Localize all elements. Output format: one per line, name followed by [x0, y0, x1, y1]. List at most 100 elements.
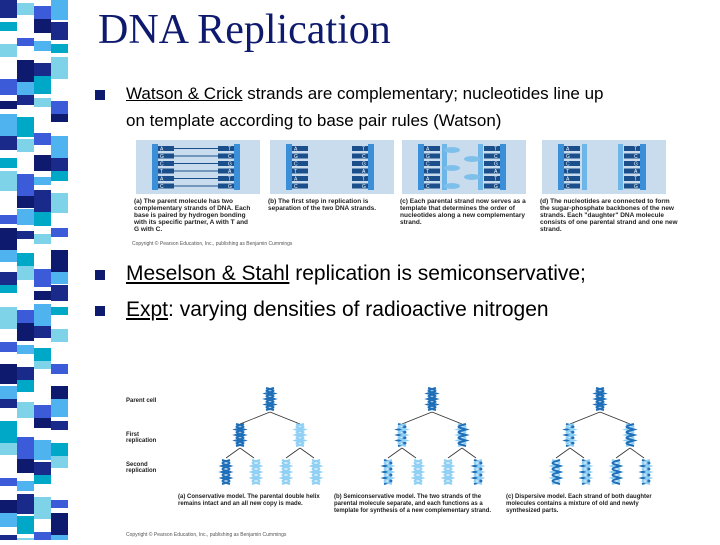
stripe-block — [17, 174, 34, 198]
double-helix — [440, 459, 456, 485]
stripe-block — [51, 44, 68, 53]
double-helix — [638, 459, 654, 485]
stripe-block — [34, 291, 51, 300]
stripe-block — [17, 82, 34, 96]
dna-base-label: T — [362, 147, 365, 153]
helix-strand — [548, 459, 561, 485]
stripe-block — [34, 418, 51, 428]
dna-backbone — [286, 144, 292, 190]
double-helix — [578, 459, 594, 485]
dna-base — [424, 176, 440, 181]
dna-base-label: T — [494, 147, 497, 153]
helix-strand — [295, 423, 308, 447]
dna-base — [292, 168, 308, 174]
stripe-block — [34, 304, 51, 328]
bullet-watson-crick-line2: on template according to base pair rules… — [126, 111, 502, 130]
lineage-line — [447, 447, 463, 459]
lineage-line — [431, 411, 463, 425]
stripe-block — [0, 250, 17, 262]
dna-base-label: T — [228, 147, 231, 153]
dna-base — [484, 161, 500, 166]
stripe-block — [51, 342, 68, 356]
lineage-line — [387, 447, 403, 459]
stripe-block — [51, 364, 68, 374]
double-helix — [424, 387, 440, 411]
bullet-meselson-stahl: Meselson & Stahl replication is semicons… — [126, 262, 586, 286]
dna-backbone — [152, 144, 158, 190]
stripe-block — [17, 516, 34, 534]
dna-new-backbone — [582, 144, 587, 190]
stripe-block — [0, 136, 17, 150]
stripe-block — [34, 76, 51, 94]
stripe-block — [17, 60, 34, 82]
dna-base-label: T — [160, 169, 163, 175]
dna-base — [218, 176, 234, 181]
dna-base-label: A — [426, 177, 430, 183]
dna-base-label: A — [634, 169, 638, 175]
stripe-block — [34, 361, 51, 369]
dna-base-label: C — [426, 184, 430, 190]
dna-base-label: G — [634, 184, 638, 190]
stripe-block — [34, 348, 51, 364]
helix-strand — [394, 423, 407, 447]
stripe-block — [51, 114, 68, 122]
dna-base — [352, 146, 368, 151]
helix-strand — [551, 459, 564, 485]
dna-base — [158, 161, 174, 166]
free-nucleotide — [444, 165, 460, 171]
stripe-block — [0, 342, 17, 352]
double-helix — [608, 459, 624, 485]
stripe-block — [51, 57, 68, 81]
dna-backbone — [640, 144, 646, 190]
dna-base — [292, 153, 308, 159]
double-helix — [592, 387, 608, 411]
helix-strand — [262, 387, 275, 411]
link-expt: Expt — [126, 298, 169, 321]
stripe-block — [17, 459, 34, 473]
dna-base-label: G — [160, 154, 164, 160]
dna-base — [624, 183, 640, 189]
dna-base — [624, 153, 640, 159]
helix-strand — [424, 387, 437, 411]
bullet-marker — [95, 270, 105, 280]
double-helix — [470, 459, 486, 485]
free-nucleotide — [444, 183, 460, 189]
stripe-block — [51, 228, 68, 237]
double-helix — [548, 459, 564, 485]
helix-strand — [625, 423, 638, 447]
stripe-block — [17, 380, 34, 392]
lineage-line — [569, 411, 601, 425]
dna-base — [292, 183, 308, 189]
dna-base — [624, 146, 640, 151]
free-nucleotide — [444, 147, 460, 153]
double-helix — [454, 423, 470, 447]
dna-base — [484, 146, 500, 151]
dna-base — [352, 176, 368, 181]
lineage-line — [461, 447, 477, 459]
dna-base-label: C — [294, 162, 298, 168]
dna-base-label: A — [294, 177, 298, 183]
dna-base-label: G — [494, 162, 498, 168]
lineage-line — [401, 411, 433, 425]
stripe-block — [0, 443, 17, 455]
helix-strand — [281, 459, 294, 485]
figure-copyright: Copyright © Pearson Education, Inc., pub… — [126, 532, 287, 538]
stripe-block — [17, 117, 34, 137]
bullet-watson-crick: Watson & Crick strands are complementary… — [126, 84, 603, 104]
helix-strand — [218, 459, 231, 485]
stripe-block — [34, 532, 51, 540]
dna-base — [624, 168, 640, 174]
helix-strand — [221, 459, 234, 485]
stripe-block — [17, 345, 34, 354]
stripe-block — [17, 152, 34, 161]
dna-base-label: C — [426, 162, 430, 168]
stripe-block — [51, 285, 68, 301]
stripe-block — [17, 266, 34, 280]
helix-strand — [251, 459, 264, 485]
helix-strand — [383, 459, 396, 485]
stripe-block — [0, 272, 17, 288]
dna-base — [292, 176, 308, 181]
stripe-block — [17, 424, 34, 432]
dna-base-label: A — [362, 169, 366, 175]
dna-base-label: A — [228, 169, 232, 175]
